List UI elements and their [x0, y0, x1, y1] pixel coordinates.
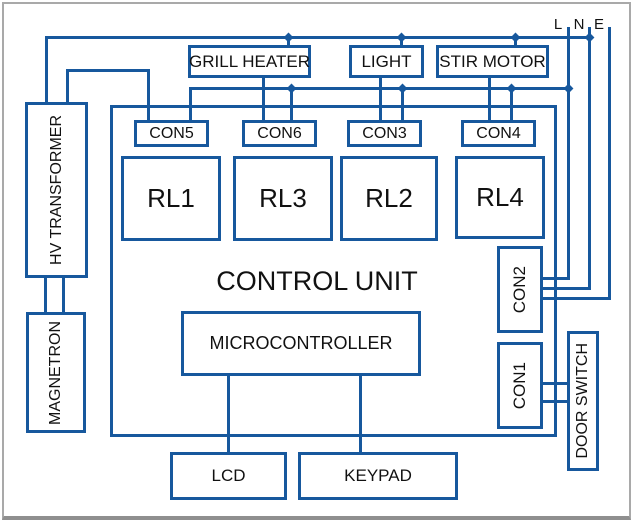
con6-label: CON6: [257, 124, 302, 142]
junction-dot: [510, 32, 521, 43]
wire-micro-to-lcd: [227, 374, 230, 454]
magnetron-box: MAGNETRON: [26, 312, 86, 433]
wire-grill-to-con6: [262, 77, 265, 123]
rl2-label: RL2: [365, 183, 413, 213]
mains-label-line: L: [553, 16, 563, 33]
wire-hv-lead-right: [66, 69, 69, 104]
grill-heater-box: GRILL HEATER: [188, 45, 311, 78]
con2-label: CON2: [510, 265, 529, 314]
wire-con3-right-lead: [401, 87, 404, 123]
con1-label: CON1: [510, 361, 529, 410]
lcd-box: LCD: [170, 452, 287, 500]
grill-heater-label: GRILL HEATER: [189, 51, 310, 71]
stir-motor-box: STIR MOTOR: [436, 45, 549, 78]
rl3-label: RL3: [259, 183, 307, 213]
magnetron-label: MAGNETRON: [47, 320, 64, 425]
junction-dot: [563, 83, 574, 94]
wire-hv-to-con5-horizontal: [66, 69, 150, 72]
keypad-box: KEYPAD: [298, 452, 458, 500]
con3-label: CON3: [362, 124, 407, 142]
wire-line-E: [608, 27, 611, 300]
junction-dot: [396, 32, 407, 43]
door-switch-label: DOOR SWITCH: [574, 343, 591, 459]
wire-line-N: [588, 27, 591, 290]
junction-dot: [283, 32, 294, 43]
wire-con4-right-lead: [510, 87, 513, 123]
light-label: LIGHT: [361, 51, 412, 71]
lcd-label: LCD: [211, 466, 246, 485]
control-unit-title: CONTROL UNIT: [216, 266, 418, 296]
rl1-box: RL1: [121, 156, 221, 241]
mains-label-earth: E: [593, 16, 604, 33]
door-switch-box: DOOR SWITCH: [567, 331, 599, 471]
wire-hv-magnetron-left: [44, 276, 47, 314]
con5-box: CON5: [134, 120, 209, 147]
wire-stir-to-con4: [488, 77, 491, 123]
wire-con2-E-stub: [540, 297, 611, 300]
rl4-box: RL4: [455, 156, 545, 239]
wire-line-L: [567, 27, 570, 280]
keypad-label: KEYPAD: [344, 466, 412, 485]
con1-box: CON1: [497, 342, 543, 429]
rl4-label: RL4: [476, 182, 524, 212]
wire-micro-to-keypad: [359, 374, 362, 454]
junction-dot: [584, 32, 595, 43]
rl3-box: RL3: [233, 156, 333, 241]
junction-dot: [286, 83, 297, 94]
microcontroller-label: MICROCONTROLLER: [209, 333, 393, 353]
wire-top-feed: [45, 36, 591, 39]
rl1-label: RL1: [147, 183, 195, 213]
mains-label-neutral: N: [573, 16, 585, 33]
con2-box: CON2: [497, 246, 543, 333]
rl2-box: RL2: [340, 156, 438, 241]
con5-label: CON5: [149, 124, 194, 142]
wire-hv-lead-left: [45, 36, 48, 104]
stir-motor-label: STIR MOTOR: [439, 51, 546, 71]
wire-hv-magnetron-right: [62, 276, 65, 314]
hv-transformer-box: HV TRANSFORMER: [25, 102, 88, 278]
con4-box: CON4: [461, 120, 536, 147]
junction-dot: [506, 83, 517, 94]
wire-con2-L-stub: [540, 277, 570, 280]
wire-light-to-con3: [379, 77, 382, 123]
light-box: LIGHT: [349, 45, 424, 78]
hv-transformer-label: HV TRANSFORMER: [47, 115, 65, 265]
wire-con6-right-lead: [290, 87, 293, 123]
microcontroller-box: MICROCONTROLLER: [181, 311, 421, 376]
con3-box: CON3: [347, 120, 422, 147]
wire-con5-right-lead: [189, 87, 192, 123]
junction-dot: [397, 83, 408, 94]
wire-con1-doorswitch-lower: [540, 400, 570, 403]
wire-hv-to-con5-drop: [147, 69, 150, 123]
wire-con2-N-stub: [540, 287, 591, 290]
wire-con1-doorswitch-upper: [540, 382, 570, 385]
con6-box: CON6: [242, 120, 317, 147]
con4-label: CON4: [476, 124, 521, 142]
